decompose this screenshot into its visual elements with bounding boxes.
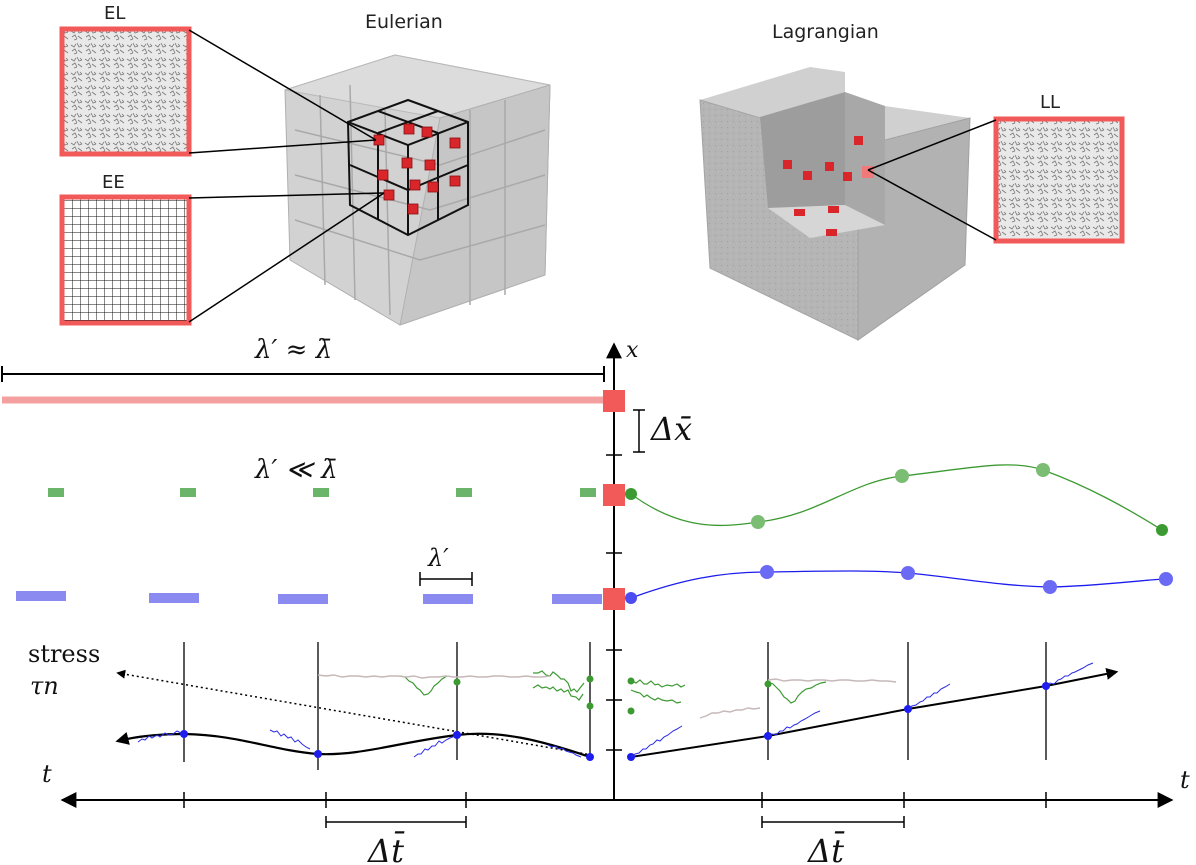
- right-green-points: [627, 677, 772, 715]
- time-markers: [183, 642, 1047, 770]
- right-green-fluctuations: [630, 679, 827, 704]
- tau-n-label: τn: [30, 672, 59, 700]
- red-marker-green-row: [603, 484, 625, 506]
- lagrangian-title: Lagrangian: [772, 21, 879, 43]
- left-blue-fluctuations: [137, 729, 582, 758]
- eulerian-cube-icon: [284, 54, 551, 326]
- left-gray-fluctuation: [317, 674, 551, 679]
- red-marker: [603, 390, 625, 412]
- row-blue: λ′: [16, 544, 1173, 610]
- left-green-fluctuations: [399, 670, 585, 701]
- blue-dashes: [16, 591, 602, 604]
- green-dashes: [48, 488, 596, 497]
- ee-panel: [59, 194, 192, 326]
- t-right-label: t: [1180, 766, 1190, 794]
- t-left-label: t: [42, 760, 52, 788]
- lambda-approx-span: [1, 366, 605, 382]
- left-stress-history: [115, 670, 594, 761]
- delta-x-label: Δx̄: [649, 410, 692, 448]
- dotted-arrow: [116, 669, 593, 756]
- stress-label-group: stress τn: [28, 640, 593, 756]
- el-panel: [59, 26, 192, 157]
- left-history-points: [180, 730, 594, 761]
- lagrangian-section: Lagrangian LL: [699, 21, 1125, 341]
- row-green: λ′ ≪ λ̄: [48, 455, 1168, 536]
- lambda-much-less-label: λ′ ≪ λ̄: [254, 455, 338, 485]
- x-axis-ticks: [606, 454, 622, 751]
- t-axis-ticks: [183, 792, 1047, 808]
- delta-t-right: Δt̄: [806, 831, 845, 865]
- ll-label: LL: [1040, 92, 1060, 113]
- eulerian-title: Eulerian: [365, 11, 443, 33]
- left-history-curve: [115, 732, 591, 759]
- lambda-prime-label: λ′: [427, 544, 449, 572]
- row-lambda-approx: λ′ ≈ λ̄ Δx̄: [1, 335, 692, 453]
- stress-label: stress: [28, 640, 100, 668]
- right-gray-fluctuation-2: [699, 707, 761, 719]
- right-blue-fluctuations: [630, 662, 1094, 758]
- eulerian-red-markers: [373, 123, 461, 215]
- main-axes: x t t Δt̄ Δt̄: [42, 338, 1190, 865]
- lagrangian-connectors: [867, 119, 997, 241]
- right-gray-fluctuation-1: [767, 678, 897, 683]
- eulerian-section: Eulerian: [59, 3, 551, 326]
- right-stress-history: [627, 662, 1119, 761]
- red-marker-blue-row: [603, 588, 625, 610]
- left-green-points: [453, 675, 594, 710]
- el-label: EL: [104, 3, 125, 24]
- green-points: [625, 463, 1168, 536]
- lambda-prime-bracket: [419, 572, 473, 586]
- ee-label: EE: [102, 172, 125, 193]
- ll-panel: [993, 116, 1125, 244]
- delta-t-left: Δt̄: [366, 831, 405, 865]
- eulerian-connectors: [188, 29, 385, 323]
- lambda-approx-label: λ′ ≈ λ̄: [254, 335, 332, 365]
- blue-points: [625, 565, 1173, 604]
- delta-x-bracket: [633, 409, 645, 453]
- lagrangian-cube-icon: [699, 67, 971, 341]
- delta-t-brackets: [325, 816, 905, 828]
- blue-trajectory: [630, 570, 1167, 599]
- x-axis-label: x: [626, 338, 639, 363]
